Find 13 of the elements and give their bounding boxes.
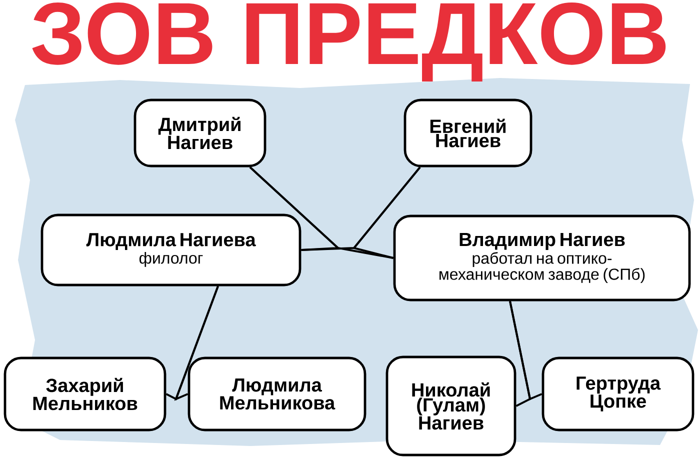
connector-line	[509, 301, 542, 400]
person-box: Николай (Гулам) Нагиев	[386, 356, 516, 456]
person-box: Гертруда Цопке	[542, 356, 694, 432]
connector-line	[174, 286, 219, 401]
person-box: Дмитрий Нагиев	[134, 98, 266, 168]
connector-line	[352, 166, 421, 259]
person-box: Владимир Нагиев работал на оптико-механическом заводе (СПб)	[393, 214, 691, 302]
person-box: Евгений Нагиев	[404, 98, 532, 168]
connector-line	[249, 166, 394, 259]
person-box: Людмила Нагиева филолог	[40, 214, 302, 286]
person-box: Захарий Мельников	[4, 356, 166, 432]
person-box: Людмила Мельникова	[188, 356, 366, 432]
title: ЗОВ ПРЕДКОВ	[32, 2, 666, 82]
